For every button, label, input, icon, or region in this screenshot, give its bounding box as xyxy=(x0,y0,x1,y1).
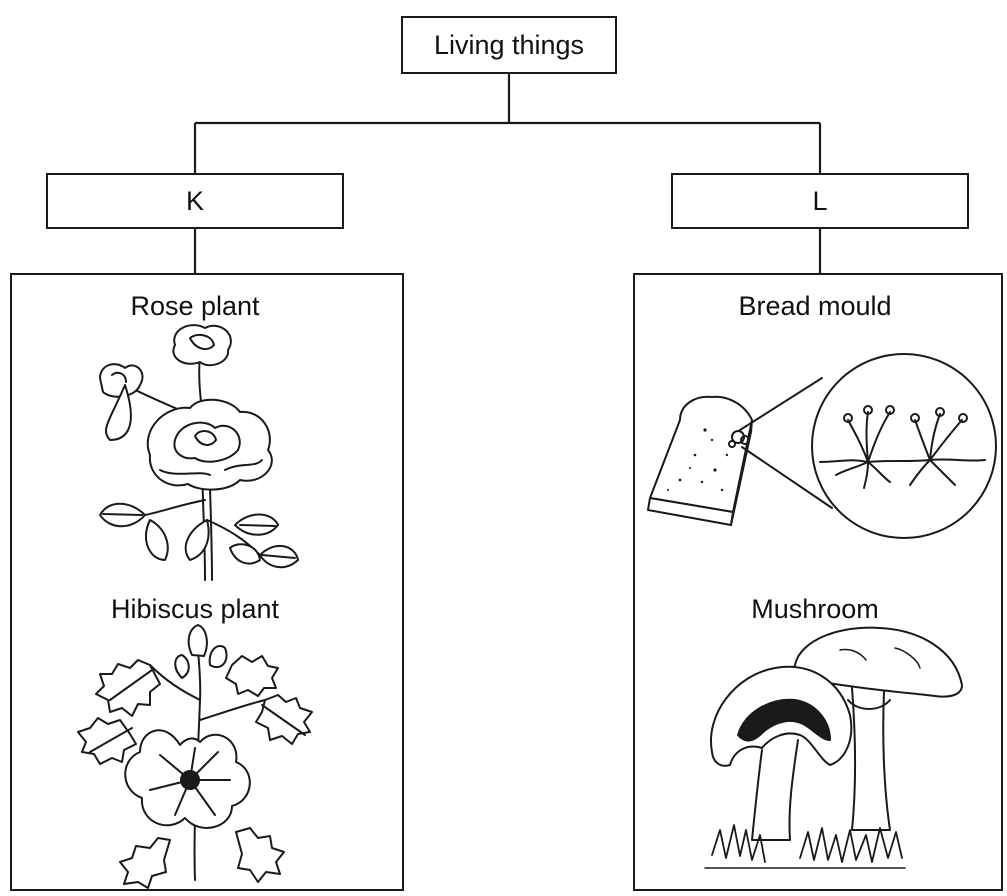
hibiscus-plant-illustration xyxy=(78,625,312,888)
rose-plant-illustration xyxy=(100,325,298,580)
mushroom-illustration xyxy=(705,628,962,868)
bread-mould-illustration xyxy=(648,354,996,538)
